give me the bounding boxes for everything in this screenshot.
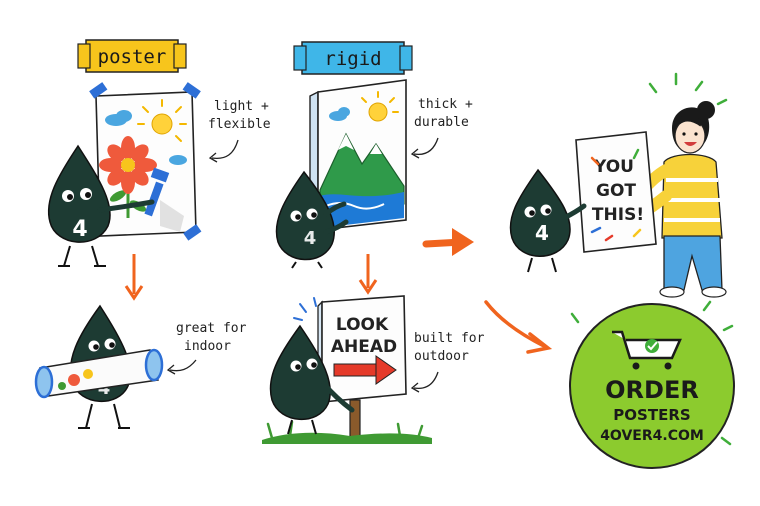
sign-got: GOT	[596, 181, 636, 201]
mascot-number: 4	[304, 228, 317, 249]
arrow-down-1	[124, 254, 144, 301]
note-light-line2: flexible	[208, 117, 271, 132]
mascot-rigid: 4	[275, 170, 349, 269]
red-arrow-icon	[333, 355, 397, 385]
rigid-label-tag: rigid	[293, 41, 413, 75]
note-thick-durable: thick + durable	[410, 97, 473, 159]
arrow-to-cta	[484, 300, 553, 354]
rigid-label: rigid	[324, 48, 381, 70]
mascot-yard-sign	[269, 324, 355, 435]
mascot-poster: 4	[47, 144, 155, 267]
mascot-sign: 4	[509, 168, 587, 273]
note-built-line1: built for	[414, 331, 485, 346]
rolled-poster	[34, 348, 164, 399]
note-great-line2: indoor	[184, 339, 231, 354]
sign-ahead: AHEAD	[331, 337, 397, 357]
note-great-line1: great for	[176, 321, 247, 336]
note-light-line1: light +	[214, 99, 269, 114]
check-icon	[645, 339, 659, 353]
note-great-indoor: great for indoor	[166, 321, 247, 375]
note-thick-line1: thick +	[418, 97, 473, 112]
cta-website: 4OVER4.COM	[600, 428, 704, 444]
note-built-line2: outdoor	[414, 349, 469, 364]
person-holding-sign	[630, 72, 728, 298]
sun-icon-rigid	[361, 91, 399, 122]
sign-you: YOU	[593, 157, 634, 177]
mascot-number: 4	[72, 217, 87, 242]
arrow-down-2	[358, 254, 378, 295]
poster-label: poster	[98, 46, 167, 68]
arrow-right-icon	[422, 228, 474, 256]
mascot-number: 4	[535, 221, 549, 245]
cart-icon	[612, 330, 682, 370]
sign-look: LOOK	[336, 315, 389, 335]
look-ahead-sign: LOOK AHEAD	[293, 295, 407, 439]
note-light-flexible: light + flexible	[208, 99, 271, 163]
order-posters-cta[interactable]: ORDER POSTERS 4OVER4.COM	[569, 300, 735, 469]
sun-icon	[137, 99, 187, 142]
sign-this: THIS!	[592, 205, 644, 225]
cta-order: ORDER	[605, 376, 699, 404]
cta-posters: POSTERS	[613, 406, 690, 424]
rigid-board	[309, 79, 407, 236]
poster-label-tag: poster	[77, 39, 187, 73]
you-got-this-sign: YOU GOT THIS!	[575, 131, 657, 253]
note-built-outdoor: built for outdoor	[410, 331, 485, 393]
note-thick-line2: durable	[414, 115, 469, 130]
